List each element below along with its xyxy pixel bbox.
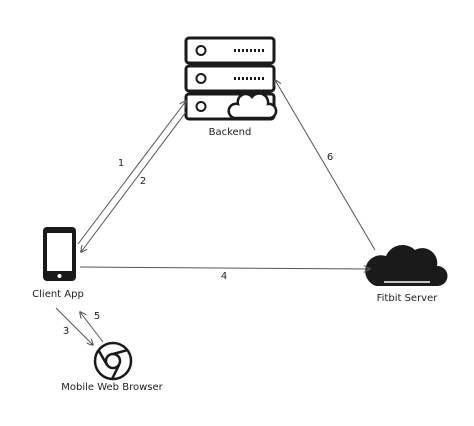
edge-4-arrow: [79, 267, 370, 269]
edge-6-label: 6: [327, 152, 333, 163]
edge-5-label: 5: [94, 311, 100, 322]
backend-label: Backend: [209, 127, 252, 138]
edge-6-arrow: [275, 80, 376, 251]
edge-4-label: 4: [221, 271, 227, 282]
server-cloud-icon: [184, 36, 278, 121]
edge-2-arrow: [81, 111, 187, 252]
smartphone-icon: [43, 227, 76, 281]
mobile-web-browser-label: Mobile Web Browser: [61, 382, 163, 393]
edge-1-arrow: [77, 101, 186, 245]
chrome-browser-icon: [93, 341, 133, 381]
edge-3-label: 3: [63, 326, 69, 337]
edge-1-label: 1: [118, 158, 124, 169]
fitbit-server-label: Fitbit Server: [377, 293, 439, 304]
edge-5-arrow: [80, 312, 104, 343]
client-app-label: Client App: [32, 289, 84, 300]
edge-2-label: 2: [140, 176, 146, 187]
edge-3-arrow: [55, 307, 93, 345]
cloud-icon: [365, 245, 448, 286]
